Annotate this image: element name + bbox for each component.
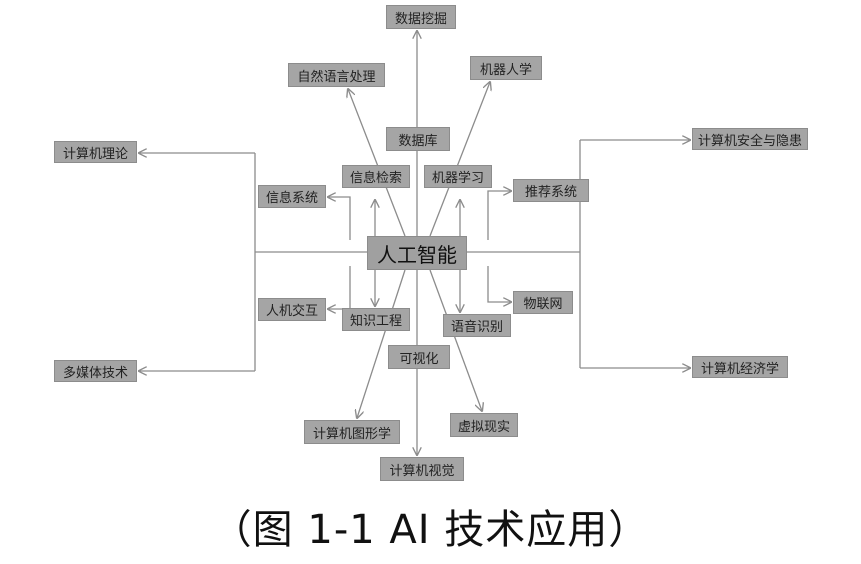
link-recommender [487, 191, 511, 240]
figure-caption: （图 1-1 AI 技术应用） [211, 507, 650, 553]
node-info-retrieval: 信息检索 [342, 165, 410, 188]
node-comp-economics: 计算机经济学 [692, 356, 788, 378]
link-graphics [357, 269, 406, 418]
node-cs-theory: 计算机理论 [54, 141, 137, 163]
node-vr: 虚拟现实 [450, 413, 518, 437]
node-nlp: 自然语言处理 [288, 63, 385, 87]
node-info-system: 信息系统 [258, 185, 326, 208]
node-data-mining: 数据挖掘 [386, 5, 456, 29]
node-robotics: 机器人学 [470, 56, 542, 80]
node-recommender: 推荐系统 [513, 179, 589, 202]
node-machine-learning: 机器学习 [424, 165, 492, 188]
node-security-privacy: 计算机安全与隐患 [692, 128, 808, 150]
node-multimedia: 多媒体技术 [54, 360, 137, 382]
node-graphics: 计算机图形学 [304, 420, 400, 444]
node-visualization: 可视化 [388, 345, 450, 369]
node-knowledge-eng: 知识工程 [342, 308, 410, 331]
ai-applications-diagram: 人工智能 数据挖掘 自然语言处理 机器人学 数据库 计算机理论 计算机安全与隐患… [0, 0, 861, 490]
link-iot [487, 266, 511, 302]
node-hci: 人机交互 [258, 298, 326, 321]
link-vr [429, 269, 482, 411]
node-database: 数据库 [386, 127, 450, 151]
node-vision: 计算机视觉 [380, 457, 464, 481]
link-robotics [429, 82, 490, 237]
connector-lines [0, 0, 861, 490]
link-info-system [328, 197, 351, 240]
link-hci [328, 266, 351, 309]
link-nlp [348, 89, 406, 237]
node-iot: 物联网 [513, 291, 573, 314]
node-center-ai: 人工智能 [367, 236, 467, 270]
node-speech-recognition: 语音识别 [443, 314, 511, 337]
